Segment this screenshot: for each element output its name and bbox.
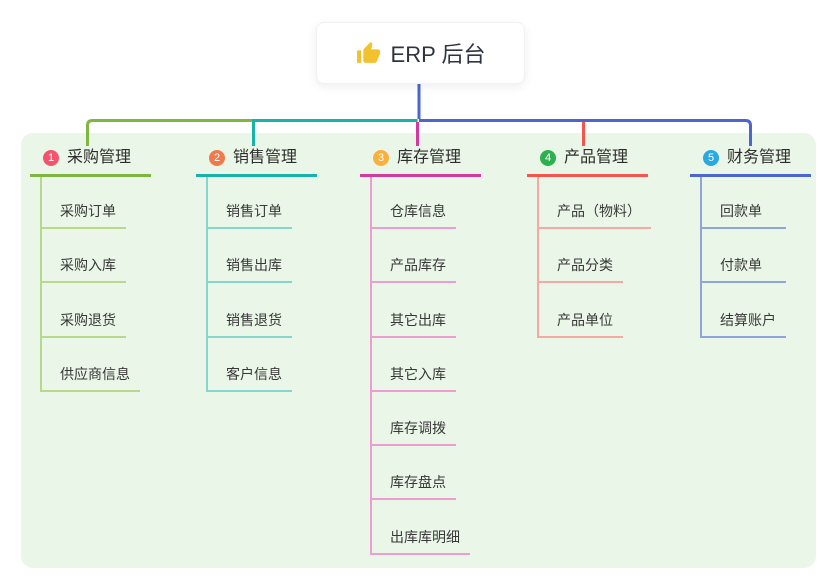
item-node[interactable]: 库存盘点 — [372, 472, 456, 501]
branch-inventory-items: 仓库信息 产品库存 其它出库 其它入库 库存调拨 库存盘点 出库库明细 — [370, 177, 481, 555]
item-node[interactable]: 产品分类 — [539, 255, 623, 284]
branch-item: 采购订单 — [42, 177, 151, 229]
branch-item: 采购退货 — [42, 283, 151, 338]
item-node[interactable]: 销售订单 — [208, 201, 292, 229]
branch-item: 产品分类 — [539, 229, 651, 284]
branch-finance-header[interactable]: 5 财务管理 — [690, 147, 812, 177]
branch-purchase-header[interactable]: 1 采购管理 — [30, 147, 152, 177]
item-node[interactable]: 客户信息 — [208, 364, 292, 392]
branch-item: 客户信息 — [208, 338, 317, 392]
branch-item: 采购入库 — [42, 229, 151, 284]
branch-number-badge: 1 — [43, 150, 59, 166]
item-node[interactable]: 付款单 — [702, 255, 786, 284]
branch-purchase-items: 采购订单 采购入库 采购退货 供应商信息 — [40, 177, 151, 392]
branch-item: 销售退货 — [208, 283, 317, 338]
item-node[interactable]: 出库库明细 — [372, 527, 470, 555]
branch-item: 结算账户 — [702, 283, 811, 338]
root-title: ERP 后台 — [390, 42, 486, 67]
root-node[interactable]: ERP 后台 — [316, 22, 525, 84]
branch-item: 产品库存 — [372, 229, 481, 284]
item-node[interactable]: 结算账户 — [702, 310, 786, 338]
branch-sales-items: 销售订单 销售出库 销售退货 客户信息 — [206, 177, 317, 392]
item-node[interactable]: 产品库存 — [372, 255, 456, 284]
item-node[interactable]: 仓库信息 — [372, 201, 456, 229]
branch-inventory-header[interactable]: 3 库存管理 — [360, 147, 482, 177]
branch-title: 财务管理 — [727, 149, 792, 166]
branch-number-badge: 2 — [209, 150, 225, 166]
item-node[interactable]: 采购退货 — [42, 310, 126, 338]
item-node[interactable]: 产品单位 — [539, 310, 623, 338]
item-node[interactable]: 产品（物料） — [539, 201, 651, 229]
branch-finance: 5 财务管理 回款单 付款单 结算账户 — [690, 147, 812, 338]
branch-product-items: 产品（物料） 产品分类 产品单位 — [537, 177, 651, 338]
branch-finance-items: 回款单 付款单 结算账户 — [700, 177, 811, 338]
branch-item: 产品单位 — [539, 283, 651, 338]
branch-purchase: 1 采购管理 采购订单 采购入库 采购退货 供应商信息 — [30, 147, 152, 392]
branch-title: 产品管理 — [564, 149, 629, 166]
branch-item: 销售订单 — [208, 177, 317, 229]
item-node[interactable]: 库存调拨 — [372, 418, 456, 447]
branch-product: 4 产品管理 产品（物料） 产品分类 产品单位 — [527, 147, 651, 338]
item-node[interactable]: 采购入库 — [42, 255, 126, 284]
branch-item: 库存盘点 — [372, 446, 481, 501]
branch-title: 销售管理 — [233, 149, 298, 166]
item-node[interactable]: 供应商信息 — [42, 364, 140, 392]
branch-item: 销售出库 — [208, 229, 317, 284]
branch-item: 其它出库 — [372, 283, 481, 338]
branch-item: 库存调拨 — [372, 392, 481, 447]
branch-item: 产品（物料） — [539, 177, 651, 229]
branch-item: 供应商信息 — [42, 338, 151, 392]
canvas-panel — [21, 133, 816, 568]
branch-sales-header[interactable]: 2 销售管理 — [196, 147, 318, 177]
branch-title: 库存管理 — [397, 149, 462, 166]
item-node[interactable]: 其它出库 — [372, 310, 456, 338]
branch-item: 其它入库 — [372, 338, 481, 392]
item-node[interactable]: 回款单 — [702, 201, 786, 229]
branch-title: 采购管理 — [67, 149, 132, 166]
branch-number-badge: 5 — [703, 150, 719, 166]
branch-sales: 2 销售管理 销售订单 销售出库 销售退货 客户信息 — [196, 147, 318, 392]
branch-item: 出库库明细 — [372, 500, 481, 555]
branch-inventory: 3 库存管理 仓库信息 产品库存 其它出库 其它入库 库存调拨 库存盘点 出库库… — [360, 147, 482, 555]
item-node[interactable]: 其它入库 — [372, 364, 456, 392]
branch-product-header[interactable]: 4 产品管理 — [527, 147, 649, 177]
branch-item: 付款单 — [702, 229, 811, 284]
branch-item: 仓库信息 — [372, 177, 481, 229]
branch-number-badge: 3 — [373, 150, 389, 166]
item-node[interactable]: 销售出库 — [208, 255, 292, 284]
branch-number-badge: 4 — [540, 150, 556, 166]
item-node[interactable]: 采购订单 — [42, 201, 126, 229]
item-node[interactable]: 销售退货 — [208, 310, 292, 338]
branch-item: 回款单 — [702, 177, 811, 229]
thumbs-up-icon — [356, 41, 380, 63]
